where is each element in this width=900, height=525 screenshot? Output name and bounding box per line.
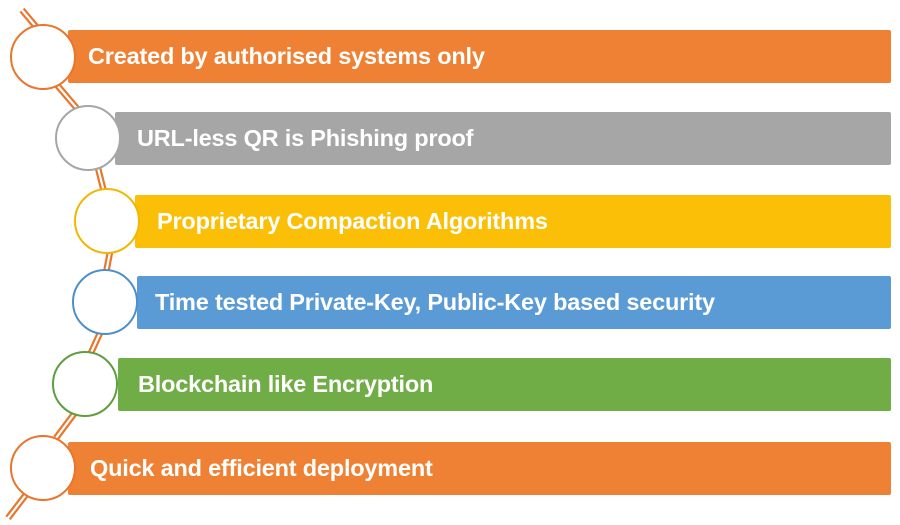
step-node-4[interactable] <box>72 269 138 335</box>
connector-line-5b <box>86 331 99 355</box>
connector-line-7b <box>5 489 28 518</box>
step-label-2: URL-less QR is Phishing proof <box>137 124 474 151</box>
step-node-5[interactable] <box>52 351 118 417</box>
connector-line-6a <box>56 414 77 440</box>
step-node-1[interactable] <box>10 24 76 90</box>
step-label-3: Proprietary Compaction Algorithms <box>157 207 548 234</box>
step-bar-2[interactable]: URL-less QR is Phishing proof <box>115 112 891 165</box>
step-bar-1[interactable]: Created by authorised systems only <box>68 30 891 83</box>
step-label-5: Blockchain like Encryption <box>138 370 434 397</box>
step-label-6: Quick and efficient deployment <box>90 454 433 481</box>
step-bar-4[interactable]: Time tested Private-Key, Public-Key base… <box>137 276 891 329</box>
step-node-6[interactable] <box>10 435 76 501</box>
connector-line-3a <box>99 167 108 192</box>
connector-line-7a <box>8 492 31 521</box>
step-node-3[interactable] <box>74 188 140 254</box>
step-node-2[interactable] <box>55 105 121 171</box>
connector-line-6b <box>53 412 74 438</box>
step-label-1: Created by authorised systems only <box>88 42 485 69</box>
step-bar-3[interactable]: Proprietary Compaction Algorithms <box>135 195 891 248</box>
step-label-4: Time tested Private-Key, Public-Key base… <box>155 288 715 315</box>
step-bar-5[interactable]: Blockchain like Encryption <box>118 358 891 411</box>
step-bar-6[interactable]: Quick and efficient deployment <box>68 442 891 495</box>
